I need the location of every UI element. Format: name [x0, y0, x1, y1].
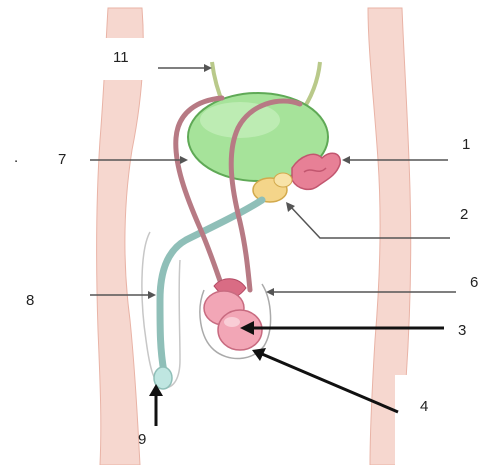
label-6: 6	[470, 275, 478, 290]
label-2: 2	[460, 207, 468, 222]
pointer-2	[290, 206, 450, 238]
label-dot: .	[14, 150, 18, 165]
pointer-7-head	[180, 156, 188, 164]
testis-front	[218, 310, 262, 350]
prostate-lobe	[274, 173, 292, 187]
label-7: 7	[58, 152, 66, 167]
label-9: 9	[138, 432, 146, 447]
label-4: 4	[420, 399, 428, 414]
label-8: 8	[26, 293, 34, 308]
label-1: 1	[462, 137, 470, 152]
label-3: 3	[458, 323, 466, 338]
testis-shine	[224, 317, 240, 327]
pointer-1-head	[342, 156, 350, 164]
label-11: 11	[113, 50, 129, 65]
label-box-4	[395, 375, 498, 465]
pointer-8-head	[148, 291, 156, 299]
